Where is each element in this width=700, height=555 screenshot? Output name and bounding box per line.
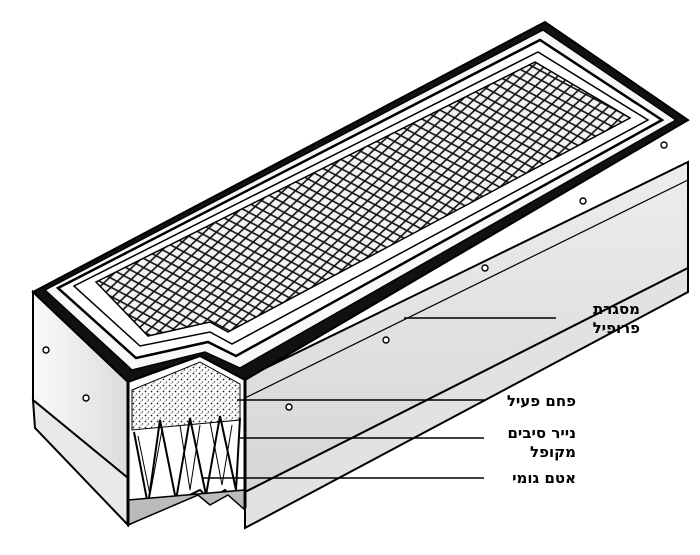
label-pleated-paper-line1: נייר סיבים (507, 424, 576, 442)
frame-side-face (244, 160, 689, 530)
rivet (285, 403, 293, 411)
label-activated-carbon: פחם פעיל (506, 392, 576, 410)
label-profile-frame: מסגרת פרופיל (570, 300, 640, 338)
rivet (82, 394, 90, 402)
rivet (382, 336, 390, 344)
rivet (481, 264, 489, 272)
label-pleated-paper: נייר סיבים מקופל (490, 424, 576, 462)
label-rubber-seal: אטם גומי (512, 469, 576, 487)
rivet (42, 346, 50, 354)
rivet (579, 197, 587, 205)
cutaway-section (126, 354, 247, 527)
rivets (42, 141, 668, 411)
leader-lines (202, 317, 556, 479)
filter-mesh (94, 61, 632, 337)
label-pleated-paper-line2: מקופל (530, 443, 576, 461)
label-profile-frame-line1: מסגרת (592, 300, 640, 318)
pleated-paper (133, 415, 241, 506)
rivet (660, 141, 668, 149)
label-profile-frame-line2: פרופיל (592, 319, 640, 337)
